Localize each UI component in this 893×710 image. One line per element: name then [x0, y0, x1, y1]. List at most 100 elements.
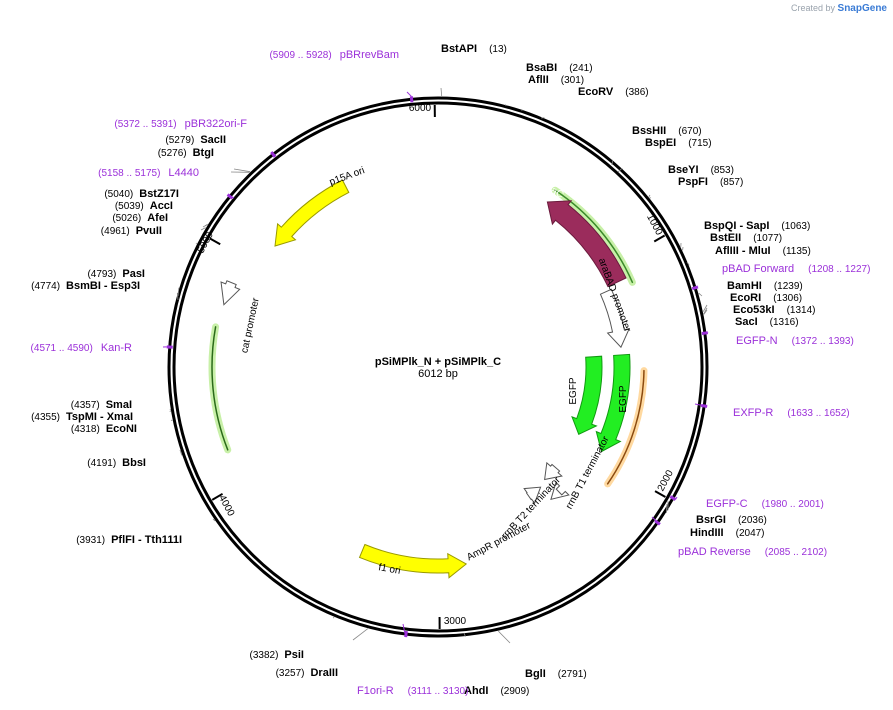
primer-range: (4571 .. 4590) [31, 343, 93, 354]
enzyme-name: SmaI [106, 399, 132, 411]
primer-name: pBAD Reverse [678, 546, 751, 558]
primer-site: EGFP-C(1980 .. 2001) [706, 498, 824, 510]
enzyme-name: EcoNI [106, 423, 137, 435]
enzyme-site: BssHII(670) [632, 125, 702, 137]
enzyme-site: SmaI(4357) [71, 399, 132, 411]
primer-range: (1633 .. 1652) [787, 408, 849, 419]
feature-label: EGFP [618, 385, 629, 413]
enzyme-position: (5026) [112, 213, 141, 224]
enzyme-leader-line [703, 307, 708, 315]
primer-site: L4440 (5158 .. 5175) [98, 167, 199, 179]
feature-rrnb-t1 [544, 461, 563, 481]
enzyme-leader-line [611, 159, 614, 166]
primer-name: EXFP-R [733, 407, 773, 419]
enzyme-position: (4355) [31, 412, 60, 423]
enzyme-name: EcoRI [730, 292, 761, 304]
egfp-highlight-line [606, 369, 645, 485]
enzyme-leader-line [204, 223, 208, 227]
enzyme-position: (1306) [773, 293, 802, 304]
enzyme-site: AfeI(5026) [112, 212, 168, 224]
enzyme-site: BbsI(4191) [87, 457, 146, 469]
enzyme-site: BstAPI(13) [441, 43, 507, 55]
enzyme-position: (715) [688, 138, 711, 149]
enzyme-position: (13) [489, 44, 507, 55]
enzyme-position: (1063) [781, 221, 810, 232]
enzyme-site: SacI(1316) [735, 316, 799, 328]
enzyme-name: BsrGI [696, 514, 726, 526]
enzyme-position: (2791) [558, 669, 587, 680]
primer-range: (1980 .. 2001) [762, 499, 824, 510]
enzyme-site: AflIII - MluI(1135) [715, 245, 811, 257]
primer-mark [701, 331, 709, 335]
backbone-inner [172, 101, 704, 633]
enzyme-name: PflFI - Tth111I [111, 534, 182, 546]
primer-range: (5909 .. 5928) [269, 50, 331, 61]
cat-highlight-track [208, 323, 232, 454]
snapgene-credit: Created by SnapGene [791, 3, 887, 14]
enzyme-name: HindIII [690, 527, 724, 539]
enzyme-site: BglI(2791) [525, 668, 587, 680]
plasmid-length: 6012 bp [418, 368, 458, 380]
primer-range: (1372 .. 1393) [792, 336, 854, 347]
enzyme-name: EcoRV [578, 86, 614, 98]
enzyme-position: (4774) [31, 281, 60, 292]
enzyme-position: (1239) [774, 281, 803, 292]
primer-site: F1ori-R(3111 .. 3130) [357, 685, 468, 697]
enzyme-site: AflII(301) [528, 74, 584, 86]
primer-name: EGFP-N [736, 335, 778, 347]
enzyme-site: AccI(5039) [115, 200, 173, 212]
enzyme-position: (4318) [71, 424, 100, 435]
enzyme-name: PasI [122, 268, 145, 280]
feature-ampr-promoter [523, 486, 542, 505]
enzyme-position: (386) [625, 87, 648, 98]
enzyme-position: (1135) [783, 246, 811, 257]
enzyme-position: (2909) [500, 686, 529, 697]
primer-site: EGFP-N (1372 .. 1393) [736, 335, 854, 347]
enzyme-position: (2036) [738, 515, 767, 526]
arac-highlight-line [554, 189, 634, 284]
enzyme-name: BbsI [122, 457, 146, 469]
primer-range: (5372 .. 5391) [114, 119, 176, 130]
primer-site: Kan-R(4571 .. 4590) [31, 342, 133, 354]
enzyme-site: BspQI - SapI(1063) [704, 220, 810, 232]
enzyme-position: (853) [711, 165, 734, 176]
enzyme-site: BsaBI (241) [526, 62, 593, 74]
enzyme-site: EcoNI (4318) [71, 423, 137, 435]
primer-range: (5158 .. 5175) [98, 168, 160, 179]
enzyme-leader-line [352, 628, 368, 641]
feature-arabad-promoter [599, 288, 631, 349]
enzyme-name: SacI [735, 316, 758, 328]
enzyme-leader-line [703, 309, 708, 315]
feature-cat-promoter [220, 280, 241, 306]
enzyme-site: PsiI(3382) [250, 649, 304, 661]
enzyme-leader-line [648, 194, 651, 197]
primer-site: EXFP-R (1633 .. 1652) [733, 407, 850, 419]
enzyme-site: TspMI - XmaI(4355) [31, 411, 133, 423]
feature-label: rrnB T1 terminator [564, 434, 612, 511]
enzyme-leader-line [233, 168, 251, 173]
enzyme-name: BsaBI [526, 62, 557, 74]
enzyme-leader-line [498, 630, 511, 644]
cat-highlight-line [211, 326, 229, 451]
primer-mark [409, 96, 414, 103]
primer-leader-line [651, 516, 661, 525]
primer-leader-line [406, 91, 412, 97]
tick-label: 5000 [196, 230, 216, 255]
enzyme-position: (5039) [115, 201, 144, 212]
primer-name: L4440 [168, 167, 199, 179]
feature-label: p15A ori [328, 165, 366, 188]
enzyme-site: EcoRI (1306) [730, 292, 802, 304]
enzyme-name: PsiI [284, 649, 304, 661]
feature-p15a-ori [274, 179, 350, 247]
enzyme-leader-line [617, 167, 623, 173]
primer-range: (2085 .. 2102) [765, 547, 827, 558]
enzyme-position: (241) [569, 63, 592, 74]
enzyme-site: AhdI(2909) [464, 685, 529, 697]
primer-name: pBR322ori-F [185, 118, 248, 130]
primer-name: pBRrevBam [340, 49, 399, 61]
enzyme-position: (670) [678, 126, 701, 137]
enzyme-name: DraIII [310, 667, 338, 679]
primer-leader-line [271, 151, 277, 157]
enzyme-site: BtgI(5276) [158, 147, 214, 159]
